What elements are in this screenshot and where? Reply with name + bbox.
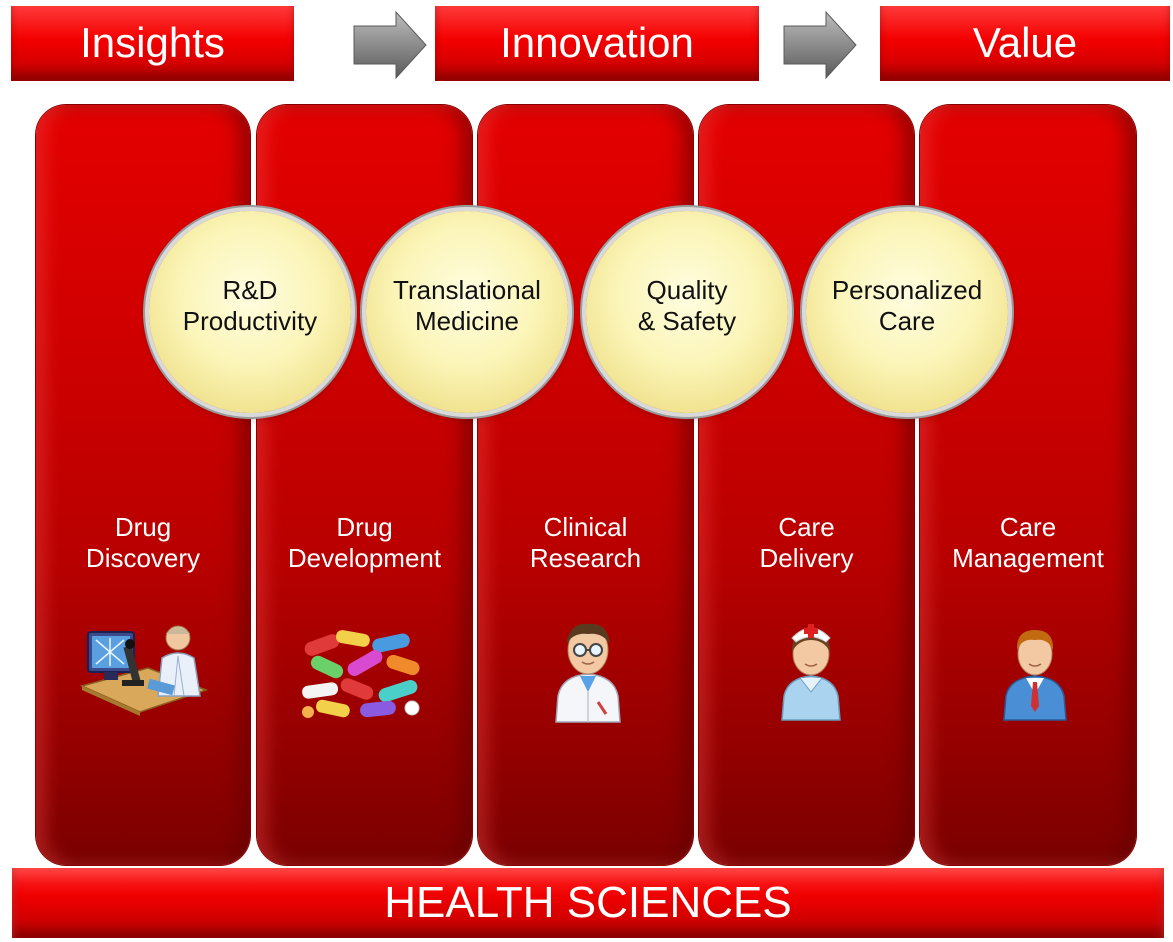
doctor-icon	[555, 623, 621, 723]
health-sciences-label: HEALTH SCIENCES	[384, 878, 792, 927]
nurse-icon	[781, 624, 841, 721]
stage-insights-label: Insights	[80, 19, 225, 66]
circle-translational-medicine: Translational Medicine	[366, 211, 568, 413]
stage-innovation-label: Innovation	[500, 19, 694, 66]
pillar-label-care-delivery: Care Delivery	[759, 512, 854, 573]
circle-label-quality-safety: Quality & Safety	[637, 275, 737, 336]
scientist-microscope-icon	[79, 625, 209, 716]
health-sciences-bar: HEALTH SCIENCES	[12, 868, 1164, 938]
circle-label-rd-productivity: R&D Productivity	[182, 275, 318, 336]
right-arrow-icon	[353, 10, 427, 80]
stage-insights: Insights	[11, 6, 294, 80]
circle-personalized-care: Personalized Care	[806, 211, 1008, 413]
right-arrow-icon	[783, 10, 857, 80]
circle-label-translational-medicine: Translational Medicine	[393, 275, 541, 336]
pillar-care-management	[920, 105, 1136, 865]
pills-capsules-icon	[302, 630, 420, 718]
stage-value: Value	[880, 6, 1170, 80]
circle-label-personalized-care: Personalized Care	[831, 275, 983, 336]
pillar-label-drug-discovery: Drug Discovery	[85, 512, 201, 573]
pillar-label-drug-development: Drug Development	[287, 512, 442, 573]
stage-value-label: Value	[972, 19, 1078, 66]
circle-rd-productivity: R&D Productivity	[149, 211, 351, 413]
pillar-label-clinical-research: Clinical Research	[529, 512, 642, 573]
circle-quality-safety: Quality & Safety	[586, 211, 788, 413]
businessman-icon	[1003, 630, 1067, 721]
stage-innovation: Innovation	[435, 6, 759, 80]
pillar-label-care-management: Care Management	[952, 512, 1104, 573]
